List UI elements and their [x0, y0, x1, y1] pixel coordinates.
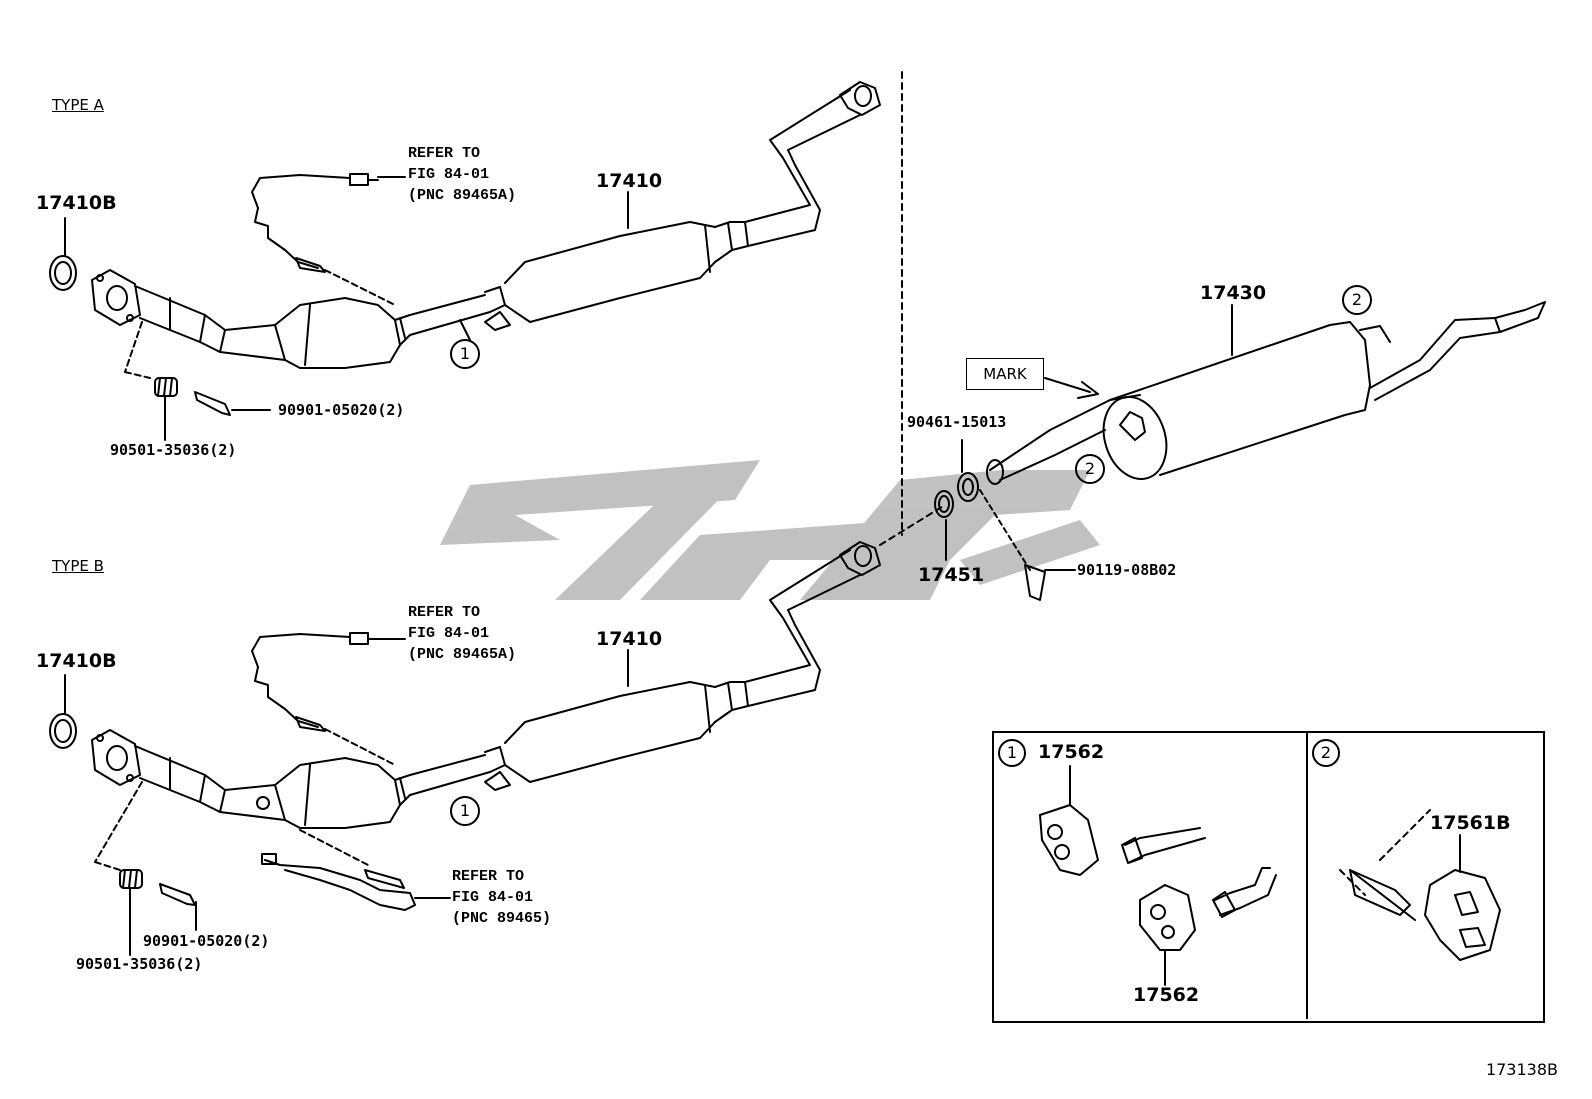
refer-bl-line3: (PNC 89465) — [452, 910, 552, 927]
refer-bl-line1: REFER TO — [452, 868, 525, 885]
type-a-label: TYPE A — [52, 96, 104, 114]
front-pipe-b — [134, 745, 286, 821]
hardware-b — [94, 781, 197, 956]
callout-1-a: 1 — [450, 339, 480, 369]
part-90119: 90119-08B02 — [1077, 561, 1177, 579]
hanger-1-upper — [1039, 765, 1206, 876]
part-17562-lower: 17562 — [1133, 984, 1200, 1006]
flange-a — [91, 269, 141, 326]
callout-2-top: 2 — [1342, 285, 1372, 315]
part-17410b-b: 17410B — [36, 650, 117, 672]
part-spring-b: 90501-35036(2) — [76, 955, 203, 973]
center-pipe-b — [484, 541, 881, 791]
flange-b — [91, 729, 141, 786]
hardware-a — [124, 319, 471, 441]
part-17410-b: 17410 — [596, 628, 663, 650]
refer-bu-line1: REFER TO — [408, 604, 481, 621]
part-17410b-a: 17410B — [36, 192, 117, 214]
muffler — [986, 301, 1546, 485]
refer-bu-line2: FIG 84-01 — [408, 625, 490, 642]
refer-a-line3: (PNC 89465A) — [408, 187, 517, 204]
hanger-1-lower — [1139, 867, 1277, 986]
inset-divider — [1306, 731, 1308, 1019]
refer-a-line1: REFER TO — [408, 145, 481, 162]
center-pipe-a — [484, 81, 881, 331]
part-17451: 17451 — [918, 564, 985, 586]
part-spring-a: 90501-35036(2) — [110, 441, 237, 459]
part-17410-a: 17410 — [596, 170, 663, 192]
front-pipe-a — [134, 285, 286, 361]
figure-code: 173138B — [1485, 1060, 1558, 1079]
callout-1-b: 1 — [450, 796, 480, 826]
part-17561b: 17561B — [1430, 812, 1511, 834]
hanger-2 — [1339, 809, 1501, 961]
refer-bu-line3: (PNC 89465A) — [408, 646, 517, 663]
type-b-label: TYPE B — [52, 557, 104, 575]
front-gasket-a — [49, 217, 77, 291]
refer-bl-line2: FIG 84-01 — [452, 889, 534, 906]
mark-label: MARK — [966, 358, 1044, 390]
part-17562-upper: 17562 — [1038, 741, 1105, 763]
inset-callout-2: 2 — [1312, 739, 1340, 767]
part-bolt-a: 90901-05020(2) — [278, 401, 405, 419]
part-90461: 90461-15013 — [907, 413, 1007, 431]
part-bolt-b: 90901-05020(2) — [143, 932, 270, 950]
oxygen-sensor-b-lower — [261, 829, 451, 911]
hanger-inset — [992, 731, 1545, 1023]
inset-callout-1: 1 — [998, 739, 1026, 767]
part-17430: 17430 — [1200, 282, 1267, 304]
callout-2-mid: 2 — [1075, 454, 1105, 484]
refer-note-b-lower: REFER TO FIG 84-01 (PNC 89465) — [452, 866, 551, 929]
oxygen-sensor-b-upper — [251, 632, 406, 766]
refer-a-line2: FIG 84-01 — [408, 166, 490, 183]
refer-note-a: REFER TO FIG 84-01 (PNC 89465A) — [408, 143, 516, 206]
oxygen-sensor-a — [251, 173, 406, 306]
refer-note-b-upper: REFER TO FIG 84-01 (PNC 89465A) — [408, 602, 516, 665]
rear-gaskets — [934, 439, 1076, 601]
converter-a — [274, 294, 491, 369]
front-gasket-b — [49, 674, 77, 749]
converter-b — [256, 754, 491, 829]
